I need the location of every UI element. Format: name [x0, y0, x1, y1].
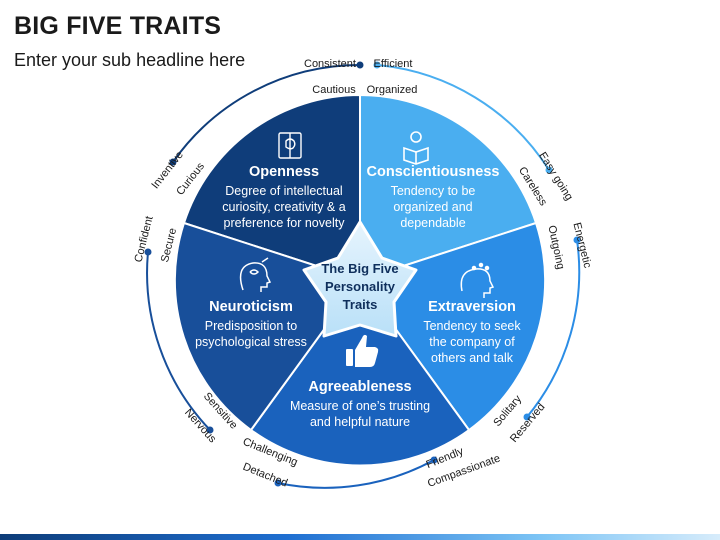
trait-agreeableness-text: Agreeableness Measure of one’s trusting … [290, 379, 430, 429]
dot-agreeableness-end [274, 479, 282, 487]
dot-neuroticism-start [206, 426, 214, 434]
center-line-2: Personality [325, 279, 396, 294]
arc-extraversion [526, 239, 581, 418]
trait-desc-neuroticism-1: Predisposition to [205, 319, 297, 333]
label-outgoing: Outgoing [545, 224, 566, 270]
segment-conscientiousness [359, 93, 538, 282]
segment-openness [182, 93, 361, 282]
outer-arcs [146, 63, 581, 489]
trait-desc-conscientiousness-1: Tendency to be [391, 184, 476, 198]
trait-desc-extraversion-2: the company of [429, 335, 515, 349]
label-consistent: Consistent [304, 58, 356, 70]
label-efficient: Efficient [374, 58, 413, 70]
trait-title-openness: Openness [249, 164, 319, 180]
arc-conscientiousness [376, 64, 550, 171]
trait-desc-conscientiousness-2: organized and [393, 200, 472, 214]
dot-extraversion-start [573, 236, 581, 244]
label-detached: Detached [241, 461, 289, 490]
dot-conscientiousness-end [545, 166, 553, 174]
trait-desc-conscientiousness-3: dependable [400, 216, 465, 230]
trait-title-conscientiousness: Conscientiousness [367, 164, 500, 180]
segment-agreeableness [249, 278, 471, 467]
sparkle-head-icon [460, 262, 495, 298]
center-star [302, 220, 418, 338]
label-cautious: Cautious [312, 84, 356, 96]
thumbs-up-icon [346, 334, 379, 367]
stressed-head-icon [239, 257, 272, 292]
dot-agreeableness-start [430, 456, 438, 464]
dot-openness-start [356, 61, 364, 69]
trait-desc-agreeableness-2: and helpful nature [310, 415, 410, 429]
arc-endpoints [144, 61, 581, 487]
label-confident: Confident [133, 215, 156, 264]
dot-openness-end [169, 158, 177, 166]
label-energetic: Energetic [570, 221, 593, 269]
trait-title-extraversion: Extraversion [428, 299, 516, 315]
brain-book-icon [278, 132, 302, 159]
trait-desc-openness-3: preference for novelty [224, 216, 346, 230]
center-text: The Big Five Personality Traits [321, 261, 398, 312]
label-organized: Organized [367, 84, 418, 96]
arc-agreeableness [277, 459, 435, 489]
center-line-1: The Big Five [321, 261, 398, 276]
label-nervous: Nervous [182, 407, 219, 446]
arc-neuroticism [146, 251, 211, 431]
trait-desc-extraversion-3: others and talk [431, 351, 514, 365]
trait-title-agreeableness: Agreeableness [308, 379, 411, 395]
trait-desc-openness-2: curiosity, creativity & a [222, 200, 345, 214]
arc-openness [172, 63, 361, 163]
center-line-3: Traits [343, 297, 378, 312]
trait-title-neuroticism: Neuroticism [209, 299, 293, 315]
trait-desc-agreeableness-1: Measure of one’s trusting [290, 399, 430, 413]
trait-desc-openness-1: Degree of intellectual [225, 184, 342, 198]
trait-neuroticism-text: Neuroticism Predisposition to psychologi… [195, 299, 307, 349]
dot-conscientiousness-start [373, 61, 381, 69]
page-title: BIG FIVE TRAITS [14, 12, 222, 40]
page-subtitle: Enter your sub headline here [14, 50, 246, 70]
trait-extraversion-text: Extraversion Tendency to seek the compan… [423, 299, 521, 365]
dot-extraversion-end [523, 413, 531, 421]
trait-desc-extraversion-1: Tendency to seek [423, 319, 521, 333]
reading-person-icon [403, 131, 429, 165]
dot-neuroticism-end [144, 248, 152, 256]
trait-openness-text: Openness Degree of intellectual curiosit… [222, 164, 345, 230]
trait-desc-neuroticism-2: psychological stress [195, 335, 307, 349]
trait-conscientiousness-text: Conscientiousness Tendency to be organiz… [367, 164, 500, 230]
bottom-accent-bar [0, 534, 720, 540]
